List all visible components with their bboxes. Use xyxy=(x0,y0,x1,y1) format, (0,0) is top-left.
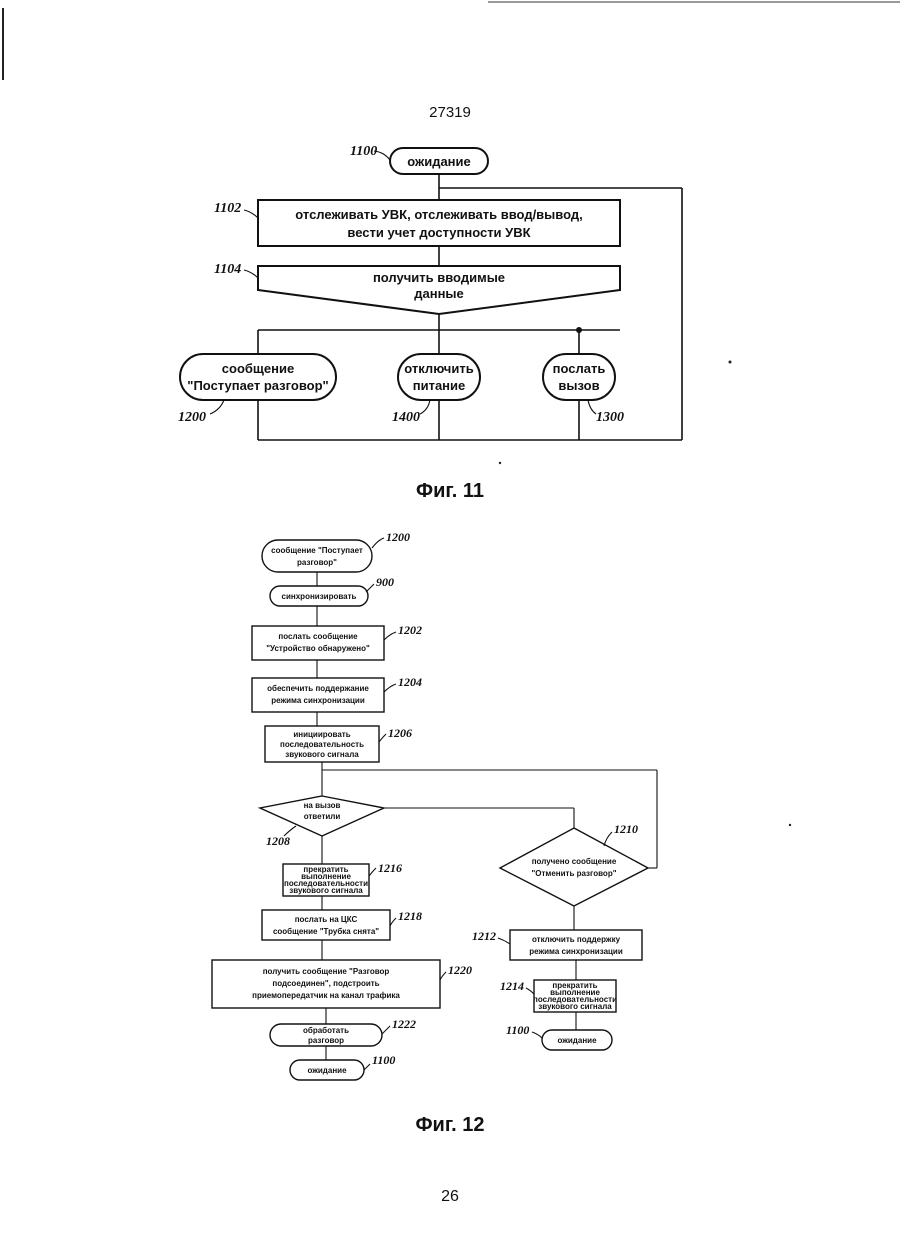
fig12-sync-leader xyxy=(366,584,374,592)
fig12-start-tone-line3: звукового сигнала xyxy=(285,750,359,759)
fig12-stop-tone-left-line4: звукового сигнала xyxy=(289,886,363,895)
fig12-connect-leader xyxy=(440,972,446,980)
fig11-incoming-call-leader xyxy=(210,400,224,414)
fig12-start-leader xyxy=(372,538,384,548)
fig12-start-terminator xyxy=(262,540,372,572)
fig11-monitor-ref: 1102 xyxy=(214,201,241,216)
fig12-start-tone-leader xyxy=(379,734,386,742)
fig12-connect-line1: получить сообщение "Разговор xyxy=(263,967,390,976)
fig11-input-ref: 1104 xyxy=(214,262,241,277)
scan-speck xyxy=(789,824,791,826)
fig12-stop-tone-right-ref: 1214 xyxy=(500,979,524,993)
fig12-idle-left-leader xyxy=(364,1064,370,1070)
fig11-idle-ref: 1100 xyxy=(350,144,377,159)
fig12-process-call-ref: 1222 xyxy=(392,1017,416,1031)
fig11-caption: Фиг. 11 xyxy=(0,480,900,503)
fig11-send-call-line2: вызов xyxy=(558,378,599,393)
fig12-cancel-leader xyxy=(604,832,612,846)
fig12-cancel-ref: 1210 xyxy=(614,822,638,836)
fig11-incoming-call-line2: "Поступает разговор" xyxy=(187,378,328,393)
fig12-cancel-line1: получено сообщение xyxy=(532,857,617,866)
fig12-connect-line3: приемопередатчик на канал трафика xyxy=(252,991,400,1000)
fig12-idle-right-leader xyxy=(532,1032,542,1038)
fig12-idle-right-ref: 1100 xyxy=(506,1023,529,1037)
fig12-send-found-leader xyxy=(384,632,396,640)
fig11-incoming-call-ref: 1200 xyxy=(178,410,206,425)
fig11-send-call-leader xyxy=(588,400,596,414)
fig12-send-offhook-line1: послать на ЦКС xyxy=(295,915,358,924)
fig12-stop-tone-left-ref: 1216 xyxy=(378,861,402,875)
fig12-send-found-line2: "Устройство обнаружено" xyxy=(266,644,370,653)
fig11-power-off-ref: 1400 xyxy=(392,410,420,425)
fig11-junction-dot xyxy=(576,327,582,333)
fig11-incoming-call-line1: сообщение xyxy=(222,361,294,376)
fig12-keep-sync-line2: режима синхронизации xyxy=(271,696,365,705)
fig12-start-line2: разговор" xyxy=(297,558,337,567)
fig12-start-ref: 1200 xyxy=(386,530,410,544)
fig12-disable-sync-leader xyxy=(498,938,510,944)
fig12-keep-sync-line1: обеспечить поддержание xyxy=(267,684,369,693)
fig12-process-call-leader xyxy=(382,1026,390,1034)
fig12-stop-tone-right-line4: звукового сигнала xyxy=(538,1002,612,1011)
fig12-idle-left-label: ожидание xyxy=(307,1066,347,1075)
fig12-send-found-ref: 1202 xyxy=(398,623,422,637)
fig12-keep-sync-leader xyxy=(384,684,396,692)
fig12-keep-sync-ref: 1204 xyxy=(398,675,422,689)
fig11-send-call-line1: послать xyxy=(553,361,606,376)
fig11-power-off-line1: отключить xyxy=(404,361,473,376)
fig11-monitor-line1: отслеживать УВК, отслеживать ввод/вывод, xyxy=(295,207,582,222)
fig11-monitor-leader xyxy=(244,210,258,218)
fig11-power-off-line2: питание xyxy=(413,378,466,393)
fig12-disable-sync-ref: 1212 xyxy=(472,929,496,943)
fig11-diagram: ожидание 1100 отслеживать УВК, отслежива… xyxy=(178,144,682,440)
scan-speck xyxy=(499,462,501,464)
fig12-answered-line1: на вызов xyxy=(304,801,341,810)
fig12-process-call-line1: обработать xyxy=(303,1026,349,1035)
fig12-caption: Фиг. 12 xyxy=(0,1114,900,1137)
page-number: 26 xyxy=(0,1188,900,1206)
fig12-answered-line2: ответили xyxy=(304,812,341,821)
fig12-cancel-decision xyxy=(500,828,648,906)
fig12-idle-left-ref: 1100 xyxy=(372,1053,395,1067)
fig12-disable-sync-line2: режима синхронизации xyxy=(529,947,623,956)
fig11-input-leader xyxy=(244,270,258,278)
fig11-input-line2: данные xyxy=(414,286,464,301)
fig12-connect-line2: подсоединен", подстроить xyxy=(272,979,379,988)
fig12-start-tone-line2: последовательность xyxy=(280,740,364,749)
fig11-idle-label: ожидание xyxy=(407,154,471,169)
fig12-send-offhook-ref: 1218 xyxy=(398,909,422,923)
fig12-stop-tone-left-leader xyxy=(369,868,376,876)
scan-speck xyxy=(729,361,732,364)
fig12-connect-ref: 1220 xyxy=(448,963,472,977)
fig11-input-line1: получить вводимые xyxy=(373,270,505,285)
fig12-send-offhook-leader xyxy=(390,918,396,926)
fig12-send-offhook-line2: сообщение "Трубка снята" xyxy=(273,927,379,936)
fig12-answered-leader xyxy=(284,826,296,836)
fig12-cancel-line2: "Отменить разговор" xyxy=(531,869,616,878)
fig11-send-call-ref: 1300 xyxy=(596,410,624,425)
fig11-power-off-leader xyxy=(420,400,430,414)
fig12-process-call-line2: разговор xyxy=(308,1036,344,1045)
fig12-answered-ref: 1208 xyxy=(266,834,290,848)
fig12-sync-label: синхронизировать xyxy=(282,592,357,601)
fig11-monitor-line2: вести учет доступности УВК xyxy=(347,225,530,240)
fig12-diagram: сообщение "Поступает разговор" 1200 синх… xyxy=(212,530,657,1080)
fig12-stop-tone-right-leader xyxy=(526,988,534,994)
fig12-idle-right-label: ожидание xyxy=(557,1036,597,1045)
fig12-disable-sync-line1: отключить поддержку xyxy=(532,935,621,944)
fig12-start-tone-ref: 1206 xyxy=(388,726,412,740)
fig12-send-found-line1: послать сообщение xyxy=(278,632,358,641)
fig12-start-tone-line1: инициировать xyxy=(293,730,350,739)
fig12-start-line1: сообщение "Поступает xyxy=(271,546,363,555)
fig12-sync-ref: 900 xyxy=(376,575,394,589)
